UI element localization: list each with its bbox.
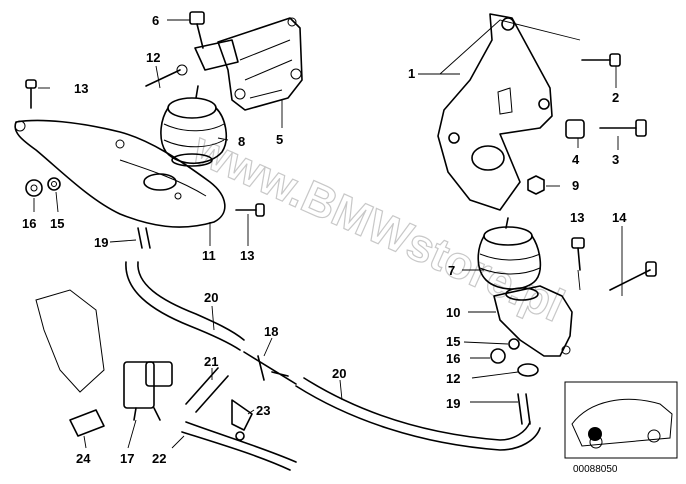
label-14: 14: [612, 210, 627, 225]
part-labels: 6 12 13 8 5 16 15 19 11 13 20 18 21 20 2…: [22, 13, 627, 466]
label-21: 21: [204, 354, 218, 369]
label-16-left: 16: [22, 216, 36, 231]
washer-15-left[interactable]: [47, 177, 61, 191]
vehicle-location-thumbnail[interactable]: [564, 381, 678, 459]
watermark: www.BMWstore.pl: [185, 121, 572, 331]
washer-15-right[interactable]: [508, 338, 520, 350]
label-4: 4: [572, 152, 580, 167]
bolt-3[interactable]: [599, 119, 647, 137]
hose-22[interactable]: [181, 421, 297, 471]
label-10: 10: [446, 305, 460, 320]
label-2: 2: [612, 90, 619, 105]
bracket-outline: [35, 289, 105, 393]
leader-lines: [33, 19, 623, 449]
location-dot: [588, 427, 602, 441]
label-19-right: 19: [446, 396, 460, 411]
label-6: 6: [152, 13, 159, 28]
engine-mount-8[interactable]: [160, 85, 228, 167]
bolt-13-right[interactable]: [571, 237, 585, 271]
label-5: 5: [276, 132, 283, 147]
label-19-left: 19: [94, 235, 108, 250]
label-13-mid: 13: [240, 248, 254, 263]
label-3: 3: [612, 152, 619, 167]
clip-24[interactable]: [69, 409, 105, 437]
nut-9[interactable]: [527, 175, 545, 195]
label-7: 7: [448, 263, 455, 278]
mount-bracket-10[interactable]: [493, 285, 573, 357]
bolt-2[interactable]: [581, 53, 621, 67]
vacuum-hose-20-left[interactable]: [125, 261, 245, 351]
label-18: 18: [264, 324, 278, 339]
label-16-right: 16: [446, 351, 460, 366]
label-23: 23: [256, 403, 270, 418]
bolt-6[interactable]: [189, 11, 205, 49]
label-24: 24: [76, 451, 91, 466]
nut-16-left[interactable]: [25, 179, 43, 197]
diagram-code: 00088050: [573, 464, 618, 475]
nut-16-right[interactable]: [490, 348, 506, 364]
label-1: 1: [408, 66, 415, 81]
label-20-right: 20: [332, 366, 346, 381]
support-arm-11[interactable]: [14, 119, 226, 228]
bolt-13-left[interactable]: [25, 79, 37, 109]
label-11: 11: [202, 248, 216, 263]
label-22: 22: [152, 451, 166, 466]
label-17: 17: [120, 451, 134, 466]
hose-connector-19-left[interactable]: [137, 227, 151, 249]
label-15-right: 15: [446, 334, 460, 349]
hose-21[interactable]: [185, 367, 229, 413]
hose-connector-19-right[interactable]: [517, 393, 531, 425]
label-15-left: 15: [50, 216, 64, 231]
bolt-12-left[interactable]: [145, 64, 188, 87]
vacuum-hose-20-right[interactable]: [295, 377, 541, 451]
label-13-left: 13: [74, 81, 88, 96]
fitting-23[interactable]: [231, 399, 253, 441]
label-12-left: 12: [146, 50, 160, 65]
bolt-13-mid[interactable]: [235, 203, 265, 217]
label-13-right: 13: [570, 210, 584, 225]
label-20-left: 20: [204, 290, 218, 305]
label-9: 9: [572, 178, 579, 193]
bolt-14[interactable]: [609, 261, 657, 291]
solenoid-valve-17[interactable]: [123, 361, 173, 421]
nut-12-right[interactable]: [517, 363, 539, 377]
t-piece-18[interactable]: [243, 351, 297, 385]
engine-bracket-5[interactable]: [194, 17, 303, 111]
sleeve-4[interactable]: [565, 119, 585, 139]
label-12-right: 12: [446, 371, 460, 386]
engine-bracket-1[interactable]: [437, 13, 553, 211]
label-8: 8: [238, 134, 245, 149]
